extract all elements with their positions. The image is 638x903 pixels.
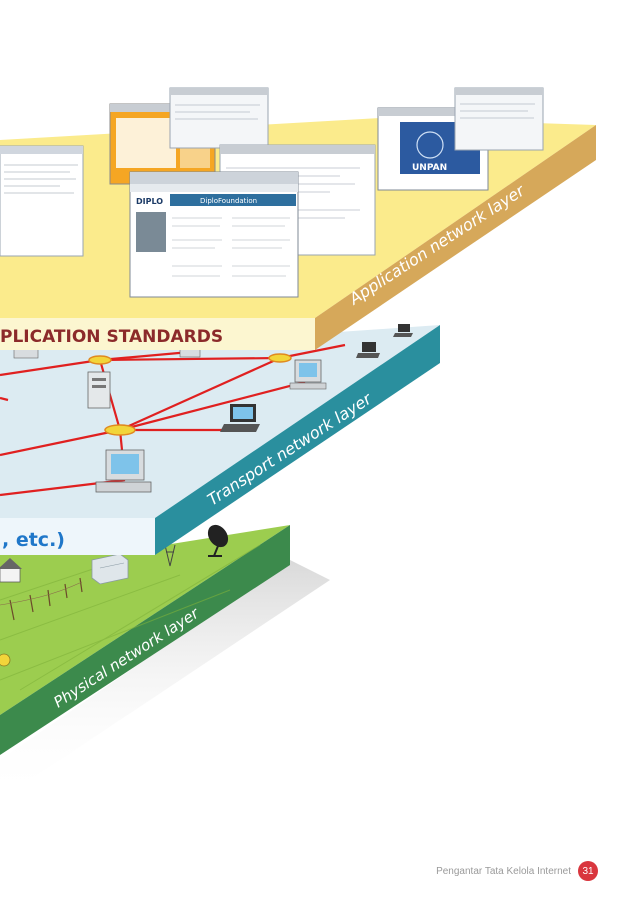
- laptop-icon: [220, 404, 260, 432]
- transport-layer-front-label: , etc.): [2, 529, 65, 551]
- satellite-dish-icon: [207, 524, 229, 557]
- application-layer: PLICATION STANDARDS Application network …: [0, 87, 596, 350]
- transport-layer-front: [0, 518, 155, 555]
- hub-node: [104, 424, 136, 436]
- browser-window-right: [454, 87, 544, 151]
- antenna-icon: [0, 653, 11, 667]
- desktop-computer-icon: [95, 449, 152, 493]
- physical-layer-side: [0, 525, 290, 755]
- page-number-badge: 31: [578, 861, 598, 881]
- network-nodes: [88, 353, 292, 436]
- browser-window-diplo: DiploFoundation DIPLO: [129, 171, 299, 298]
- laptop-icon: [393, 324, 413, 337]
- hub-node: [268, 353, 292, 363]
- page-footer: Pengantar Tata Kelola Internet 31: [436, 861, 598, 881]
- browser-window-orange: [109, 103, 216, 185]
- power-line-icon: [0, 577, 83, 621]
- application-layer-front: [0, 318, 315, 350]
- physical-layer: Physical network layer: [0, 524, 330, 800]
- network-links: [0, 343, 346, 497]
- server-icon: [87, 371, 111, 409]
- physical-layer-shadow: [0, 560, 330, 800]
- browser-window-top: [169, 87, 269, 149]
- house-icon: [0, 558, 22, 583]
- un-emblem-icon: [416, 131, 444, 159]
- tower-icon: [164, 544, 176, 567]
- transport-layer: , etc.) Transport network layer: [0, 324, 440, 555]
- transport-layer-side: [155, 325, 440, 555]
- hub-node: [88, 355, 112, 365]
- application-layer-front-label: PLICATION STANDARDS: [0, 327, 223, 347]
- application-layer-side: [315, 125, 596, 350]
- unpan-logo: UNPAN: [412, 163, 447, 173]
- laptop-icon: [356, 342, 380, 358]
- footer-text: Pengantar Tata Kelola Internet: [436, 865, 571, 877]
- diplo-window-title: DiploFoundation: [200, 197, 257, 205]
- diplo-logo: DIPLO: [136, 197, 163, 206]
- desktop-computer-icon: [289, 359, 327, 390]
- building-icon: [91, 553, 129, 585]
- browser-window-left: [0, 145, 84, 257]
